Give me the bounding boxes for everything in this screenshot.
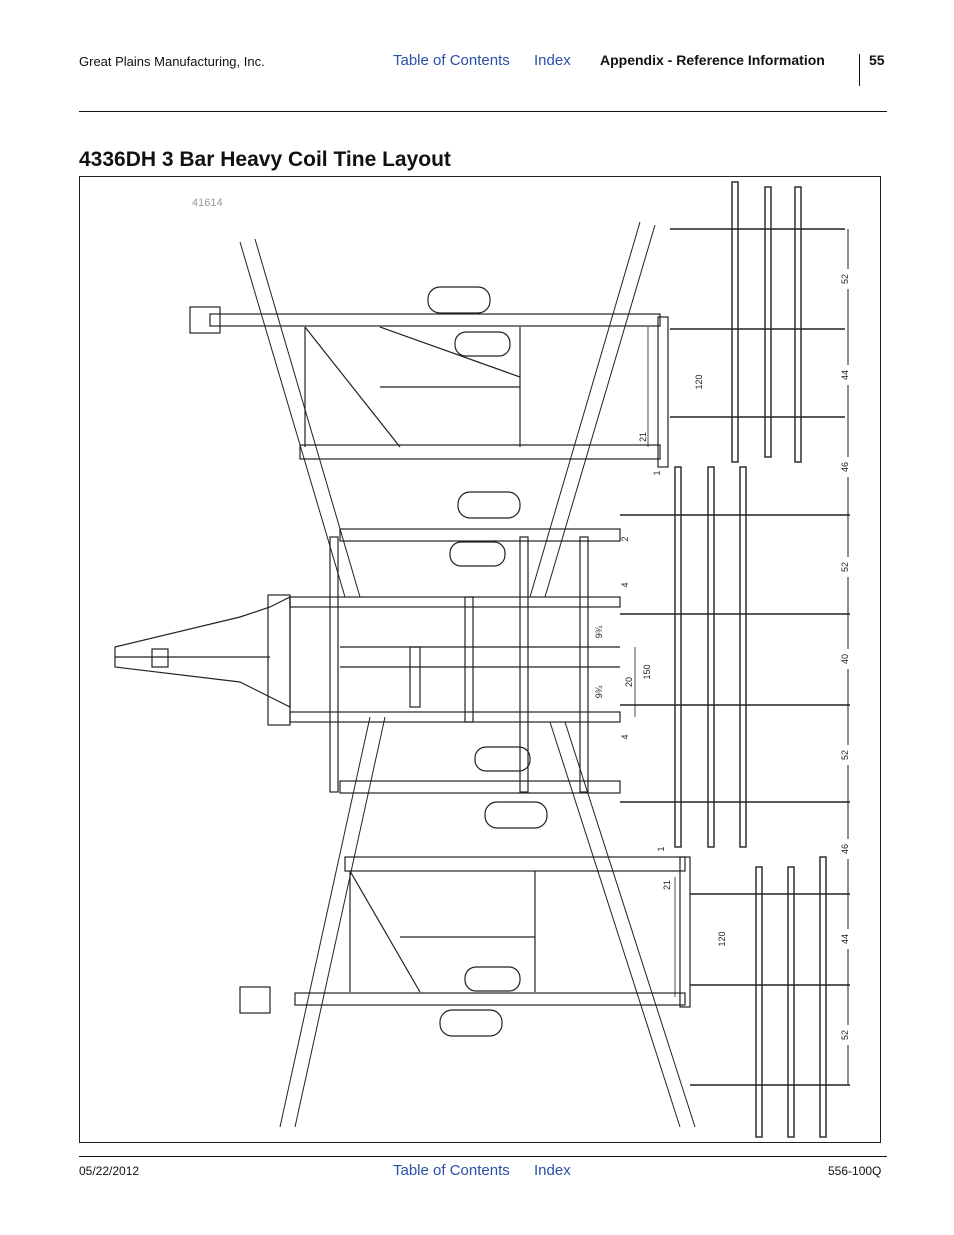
section-title: Appendix - Reference Information [600, 52, 825, 68]
dimension-label-bg [842, 269, 854, 289]
dimension-label: 21 [638, 432, 648, 442]
dimension-label: 21 [662, 880, 672, 890]
dimension-label: 1 [656, 846, 666, 851]
upper-wing [189, 306, 669, 468]
header-rule [79, 111, 887, 112]
coil-tine-bars [620, 181, 850, 1138]
company-name: Great Plains Manufacturing, Inc. [79, 54, 265, 69]
footer-index-link[interactable]: Index [534, 1162, 571, 1179]
header-table-of-contents-link[interactable]: Table of Contents [393, 52, 510, 69]
lower-wing [239, 856, 691, 1014]
layout-figure: 41614 [79, 176, 881, 1143]
footer-table-of-contents-link[interactable]: Table of Contents [393, 1162, 510, 1179]
dimension-label: 52 [840, 1030, 850, 1040]
dimension-label: 9¾ [594, 685, 604, 698]
dimension-labels: 524446524052464452120211249¾201509¾41211… [594, 269, 854, 1045]
dimension-label: 46 [840, 462, 850, 472]
dimension-label: 120 [694, 374, 704, 389]
dimension-label-bg [842, 839, 854, 859]
dimension-label-bg [842, 745, 854, 765]
header-index-link[interactable]: Index [534, 52, 571, 69]
figure-id: 41614 [192, 197, 223, 209]
center-frame [289, 528, 621, 794]
dimension-label: 120 [717, 931, 727, 946]
page-title: 4336DH 3 Bar Heavy Coil Tine Layout [79, 148, 451, 171]
dimension-label: 52 [840, 274, 850, 284]
dimension-label-bg [842, 929, 854, 949]
dimension-label-bg [842, 649, 854, 669]
dimension-label: 20 [624, 677, 634, 687]
dimension-label-bg [842, 457, 854, 477]
dimension-label-bg [842, 557, 854, 577]
dimension-label-bg [842, 1025, 854, 1045]
tires [427, 286, 548, 1037]
dimension-label: 44 [840, 934, 850, 944]
dimension-label: 44 [840, 370, 850, 380]
dimension-label: 52 [840, 750, 850, 760]
dimension-label: 150 [642, 664, 652, 679]
dimension-label: 9¾ [594, 625, 604, 638]
dimension-label: 40 [840, 654, 850, 664]
dimension-label: 4 [620, 734, 630, 739]
footer-date: 05/22/2012 [79, 1164, 140, 1178]
header-divider [859, 54, 860, 86]
coil-tine-layout-drawing: 524446524052464452120211249¾201509¾41211… [114, 181, 854, 1138]
dimension-label: 52 [840, 562, 850, 572]
page-number: 55 [869, 52, 885, 68]
dimension-label: 4 [620, 582, 630, 587]
dimension-label: 46 [840, 844, 850, 854]
footer-rule [79, 1156, 887, 1157]
footer-document-number: 556-100Q [828, 1164, 882, 1178]
harrow-gangs [239, 221, 696, 1128]
dimension-label: 2 [620, 536, 630, 541]
dimension-label-bg [842, 365, 854, 385]
dimension-label: 1 [652, 470, 662, 475]
hitch-tongue [114, 594, 291, 726]
